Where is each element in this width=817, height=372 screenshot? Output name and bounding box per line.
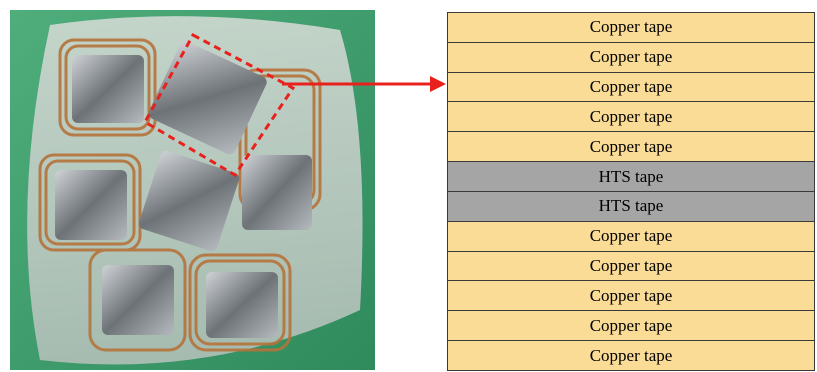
copper-tape-layer: Copper tape [448,310,814,340]
copper-tape-layer: Copper tape [448,131,814,161]
copper-tape-layer: Copper tape [448,251,814,281]
copper-tape-layer: Copper tape [448,280,814,310]
copper-tape-layer: Copper tape [448,101,814,131]
copper-tape-layer: Copper tape [448,221,814,251]
copper-tape-layer: Copper tape [448,72,814,102]
copper-tape-layer: Copper tape [448,340,814,370]
copper-tape-layer: Copper tape [448,13,814,42]
cable-bundle-illustration [10,10,375,370]
hts-tape-layer: HTS tape [448,191,814,221]
cable-bundle-photo [10,10,375,370]
pointer-arrow [280,70,450,100]
hts-tape-layer: HTS tape [448,161,814,191]
copper-tape-layer: Copper tape [448,42,814,72]
